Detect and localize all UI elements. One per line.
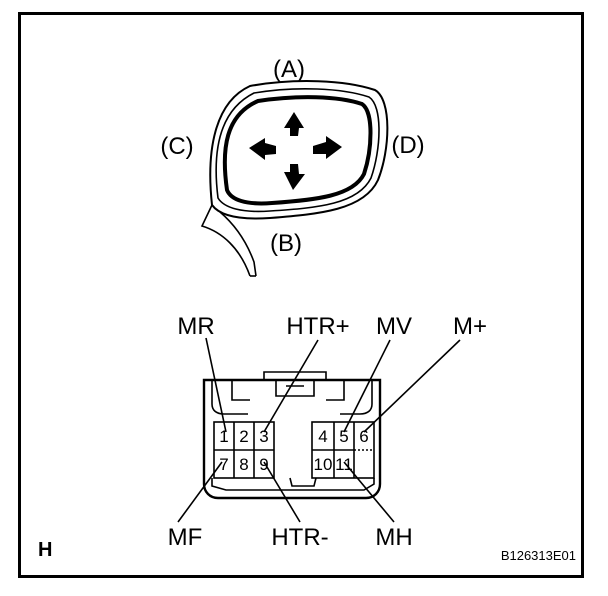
mirror-glass-outline	[222, 95, 373, 206]
leader-mr	[205, 337, 227, 433]
direction-label-right: (D)	[391, 132, 424, 159]
pin-number: 3	[259, 427, 268, 446]
leader-mf	[177, 461, 223, 523]
arrow-right-icon	[313, 136, 342, 159]
callout-htr-minus: HTR-	[271, 524, 328, 551]
direction-label-up: (A)	[273, 56, 305, 83]
pin-number: 2	[239, 427, 248, 446]
arrow-up-icon	[284, 112, 304, 136]
adjust-arrows	[249, 112, 342, 190]
mirror-illustration	[200, 80, 389, 277]
callout-mr: MR	[177, 313, 214, 340]
mirror-mount-arm-2	[219, 211, 257, 277]
pin-number: 11	[335, 455, 353, 474]
mirror-mount-arm	[200, 204, 251, 277]
leader-mh	[343, 461, 395, 523]
callout-mv: MV	[376, 313, 412, 340]
mirror-housing-outline	[209, 80, 389, 220]
leader-htr-minus	[263, 461, 301, 523]
pin-grid-right	[311, 421, 375, 479]
pin-grid-left	[213, 421, 275, 479]
pin-number: 7	[219, 455, 228, 474]
callout-m-plus: M+	[453, 313, 487, 340]
leader-m-plus	[363, 339, 461, 433]
leader-htr-plus	[263, 339, 319, 433]
direction-label-left: (C)	[160, 133, 193, 160]
arrow-left-icon	[249, 138, 276, 160]
diagram-frame	[18, 12, 584, 578]
pin-number: 1	[219, 427, 228, 446]
pin-number: 6	[359, 427, 368, 446]
connector-housing	[202, 371, 382, 500]
callout-htr-plus: HTR+	[286, 313, 349, 340]
pin-number: 4	[318, 427, 327, 446]
pin-number: 9	[259, 455, 268, 474]
mirror-housing-outline-2	[215, 88, 380, 213]
figure-code: B126313E01	[501, 548, 576, 563]
leader-mv	[343, 339, 391, 433]
pin-number: 5	[339, 427, 348, 446]
callout-mf: MF	[168, 524, 203, 551]
pin-number: 8	[239, 455, 248, 474]
callout-mh: MH	[375, 524, 412, 551]
pin-number: 10	[314, 455, 333, 474]
callout-leaders	[177, 337, 461, 523]
direction-label-down: (B)	[270, 230, 302, 257]
corner-label: H	[38, 539, 52, 561]
arrow-down-icon	[284, 164, 305, 190]
